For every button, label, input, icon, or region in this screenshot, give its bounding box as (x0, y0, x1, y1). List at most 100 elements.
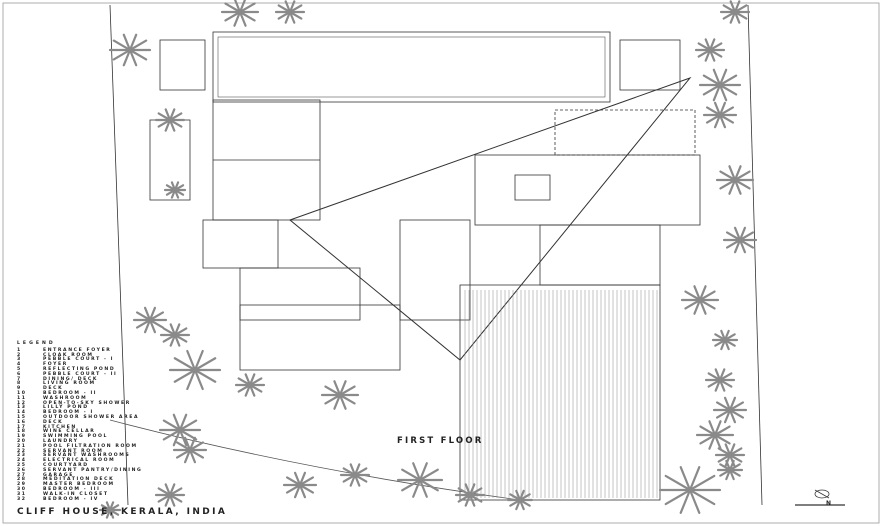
palm-tree-icon (715, 165, 755, 195)
legend-number: 28 (17, 477, 27, 483)
legend-number: 1 (17, 347, 22, 353)
legend-number: 24 (17, 458, 27, 464)
palm-tree-icon (454, 483, 486, 507)
legend-number: 16 (17, 419, 27, 425)
legend-number: 18 (17, 429, 27, 435)
legend-item: 31 WALK-IN CLOSET (17, 491, 142, 498)
site-boundary-right (747, 4, 763, 506)
driveway-curve (109, 419, 521, 501)
legend-label: GARAGE (43, 472, 74, 478)
legend-label: BEDROOM - III (43, 486, 101, 492)
garage-deck (459, 284, 661, 501)
legend-label: CLOAK ROOM (43, 352, 94, 358)
master-bedroom-block (474, 154, 701, 226)
legend-number: 3 (17, 357, 22, 363)
palm-tree-icon (722, 226, 758, 254)
palm-tree-icon (339, 463, 371, 487)
legend-number: 8 (17, 381, 22, 387)
palm-tree-icon (658, 466, 722, 514)
legend-item: 24 ELECTRICAL ROOM (17, 458, 142, 464)
palm-tree-icon (158, 413, 202, 447)
palm-tree-icon (714, 443, 746, 467)
palm-tree-icon (704, 368, 736, 392)
palm-tree-icon (108, 33, 152, 67)
palm-tree-icon (694, 38, 726, 62)
legend-label: BEDROOM - IV (43, 496, 99, 502)
court-left (159, 39, 206, 91)
palm-tree-icon (234, 373, 266, 397)
palm-tree-icon (680, 285, 720, 315)
living-room (399, 219, 471, 321)
legend-label: WALK-IN CLOSET (43, 491, 109, 497)
palm-tree-icon (396, 462, 444, 498)
legend-number: 15 (17, 414, 27, 420)
legend-label: SERVANT ROOM (43, 448, 104, 454)
site-boundary-left (109, 4, 129, 506)
palm-tree-icon (163, 181, 187, 199)
north-label: N (826, 500, 832, 507)
palm-tree-icon (159, 323, 191, 347)
legend-label: ELECTRICAL ROOM (43, 458, 116, 464)
deck-16 (239, 304, 401, 371)
legend-label: OPEN-TO-SKY SHOWER (43, 400, 131, 406)
legend-item: 1 ENTRANCE FOYER (17, 347, 142, 354)
legend-number: 6 (17, 371, 22, 377)
meditation-deck (554, 109, 696, 156)
legend-number: 26 (17, 467, 27, 473)
legend-number: 17 (17, 424, 27, 430)
legend-number: 23 (17, 453, 27, 459)
drawing-title: CLIFF HOUSE, KERALA, INDIA (17, 507, 228, 517)
legend-label: COURTYARD (43, 462, 89, 468)
legend-label: MEDITATION DECK (43, 477, 115, 483)
palm-tree-icon (274, 0, 306, 24)
palm-tree-icon (220, 0, 260, 27)
legend-number: 11 (17, 395, 27, 401)
palm-tree-icon (154, 483, 186, 507)
pool-inner-edge (217, 36, 606, 98)
triangular-roof-outline (289, 76, 692, 361)
palm-tree-icon (711, 329, 739, 351)
legend-number: 5 (17, 366, 22, 372)
swimming-pool (212, 31, 611, 103)
legend-number: 31 (17, 491, 27, 497)
legend-label: ENTRANCE FOYER (43, 347, 112, 353)
palm-tree-icon (695, 420, 735, 450)
palm-tree-icon (716, 459, 744, 481)
legend-number: 4 (17, 362, 22, 368)
legend-number: 20 (17, 438, 27, 444)
court-right (619, 39, 681, 91)
palm-tree-icon (168, 349, 222, 391)
legend-number: 9 (17, 386, 22, 392)
bed-furniture (514, 174, 551, 201)
legend-label: WINE CELLAR (43, 429, 96, 435)
palm-tree-icon (698, 68, 742, 102)
legend-label: SERVANT PANTRY/DINING (43, 467, 143, 473)
legend-item: 18 WINE CELLAR (17, 429, 142, 435)
legend-number: 10 (17, 390, 27, 396)
legend-number: 30 (17, 486, 27, 492)
legend-label: BEDROOM - II (43, 390, 98, 396)
legend-number: 7 (17, 376, 22, 382)
legend-item: 30 BEDROOM - III (17, 486, 142, 493)
washroom-block (239, 267, 361, 321)
legend-label: FOYER (43, 362, 68, 368)
legend-label: MASTER BEDROOM (43, 482, 115, 488)
legend-label: BEDROOM - I (43, 410, 94, 416)
legend-label: POOL FILTRATION ROOM (43, 443, 138, 449)
legend-label: KITCHEN (43, 424, 77, 430)
north-arrow-icon-line (814, 489, 830, 499)
palm-tree-icon (506, 489, 534, 511)
